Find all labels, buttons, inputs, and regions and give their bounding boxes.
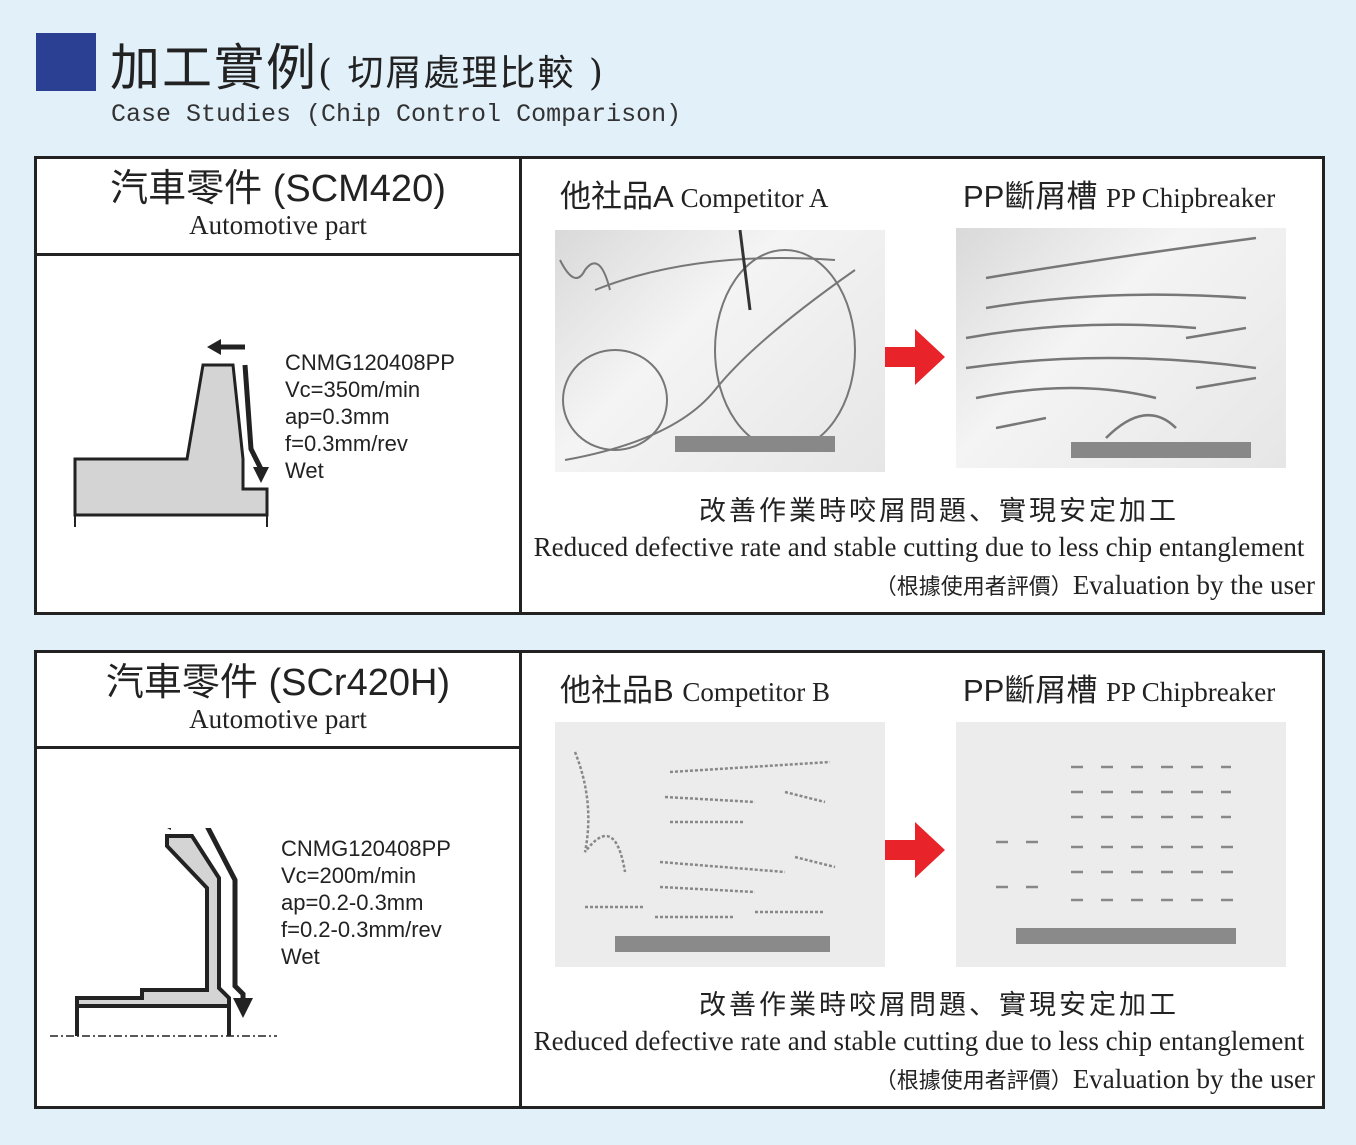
title-paren: ( 切屑處理比較 ) (318, 53, 605, 94)
pp-chips-photo (956, 722, 1286, 967)
machining-diagram (73, 339, 269, 527)
page-subtitle: Case Studies (Chip Control Comparison) (111, 100, 682, 129)
result-zh: 改善作業時咬屑問題、實現安定加工 (699, 496, 1179, 527)
param-vc: Vc=350m/min (285, 377, 421, 402)
part-column: 汽車零件 (SCM420) Automotive part CNMG120408… (37, 159, 522, 612)
page-title: 加工實例( 切屑處理比較 ) (110, 28, 605, 100)
arrow-right-icon (885, 822, 945, 878)
title-square-icon (36, 33, 96, 91)
pp-heading: PP斷屑槽 PP Chipbreaker (963, 179, 1276, 214)
competitor-heading: 他社品A Competitor A (560, 179, 829, 214)
part-header: 汽車零件 (SCr420H) Automotive part (37, 653, 519, 749)
param-insert: CNMG120408PP (281, 836, 451, 861)
part-title: 汽車零件 (SCr420H) (105, 662, 451, 704)
param-coolant: Wet (285, 458, 324, 483)
param-coolant: Wet (281, 944, 320, 969)
part-title: 汽車零件 (SCM420) (110, 168, 446, 210)
part-subtitle: Automotive part (189, 704, 367, 734)
param-ap: ap=0.3mm (285, 404, 390, 429)
competitor-chips-photo (555, 229, 885, 472)
title-main: 加工實例 (110, 39, 318, 97)
part-header: 汽車零件 (SCM420) Automotive part (37, 159, 519, 256)
pp-chips-photo (956, 228, 1286, 468)
competitor-chips-photo (555, 722, 885, 967)
result-en: Reduced defective rate and stable cuttin… (533, 1026, 1305, 1056)
evaluation-note: （根據使用者評價）Evaluation by the user (874, 570, 1315, 600)
result-block: 改善作業時咬屑問題、實現安定加工 Reduced defective rate … (523, 983, 1325, 1101)
pp-heading: PP斷屑槽 PP Chipbreaker (963, 673, 1276, 708)
result-zh: 改善作業時咬屑問題、實現安定加工 (699, 990, 1179, 1021)
case-panel-2: 汽車零件 (SCr420H) Automotive part CNMG12040… (34, 650, 1325, 1109)
param-vc: Vc=200m/min (281, 863, 417, 888)
case-panel-1: 汽車零件 (SCM420) Automotive part CNMG120408… (34, 156, 1325, 615)
cutting-params: CNMG120408PP Vc=200m/min ap=0.2-0.3mm f=… (281, 835, 451, 970)
result-en: Reduced defective rate and stable cuttin… (533, 532, 1305, 562)
param-ap: ap=0.2-0.3mm (281, 890, 424, 915)
evaluation-note: （根據使用者評價）Evaluation by the user (874, 1064, 1315, 1094)
param-f: f=0.3mm/rev (285, 431, 408, 456)
competitor-heading: 他社品B Competitor B (560, 673, 831, 708)
cutting-params: CNMG120408PP Vc=350m/min ap=0.3mm f=0.3m… (285, 349, 455, 484)
part-column: 汽車零件 (SCr420H) Automotive part CNMG12040… (37, 653, 522, 1106)
param-f: f=0.2-0.3mm/rev (281, 917, 442, 942)
part-subtitle: Automotive part (189, 210, 367, 240)
machining-diagram (50, 828, 277, 1037)
result-block: 改善作業時咬屑問題、實現安定加工 Reduced defective rate … (523, 489, 1325, 607)
arrow-right-icon (885, 329, 945, 385)
param-insert: CNMG120408PP (285, 350, 455, 375)
